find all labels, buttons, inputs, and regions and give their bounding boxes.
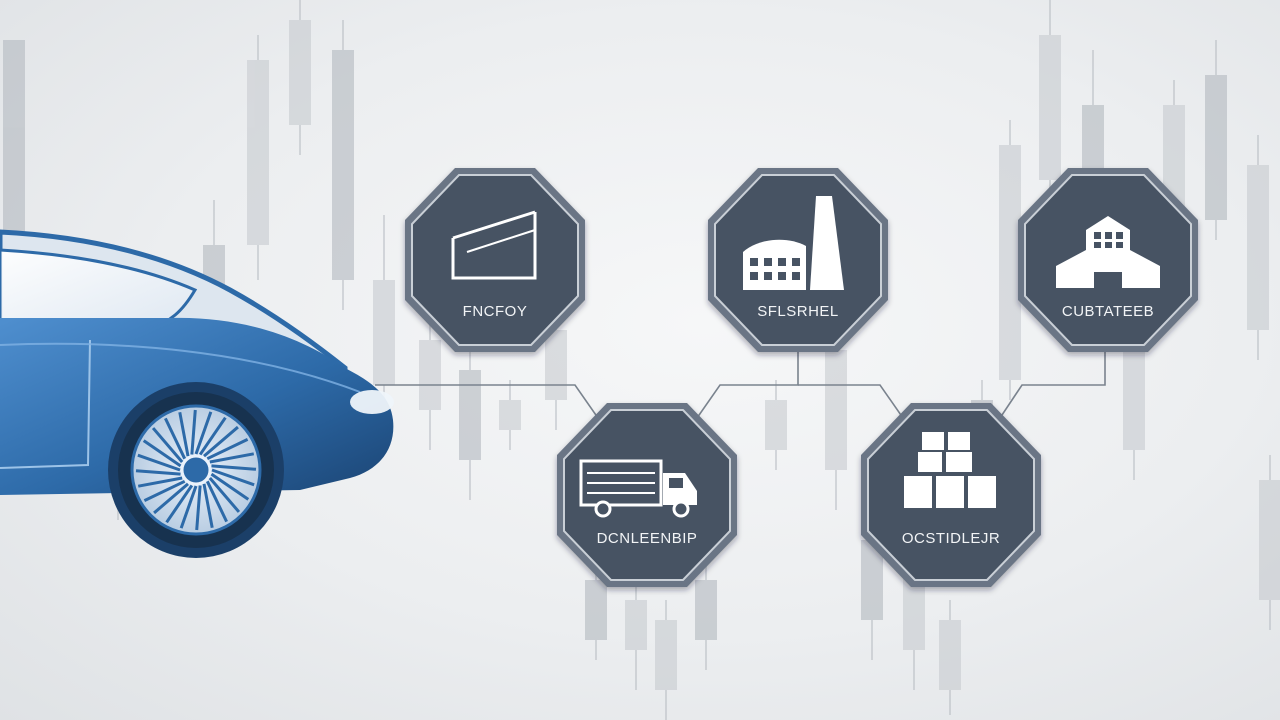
connector-supplier-to-dealership — [696, 352, 799, 419]
wheel-spoke — [202, 483, 214, 529]
candlestick-body — [1082, 105, 1104, 170]
node-factory-label: FNCFOY — [463, 303, 528, 320]
wheel-spoke — [143, 479, 186, 502]
wheel-spoke — [190, 409, 197, 455]
candlestick-body — [1039, 35, 1061, 180]
node-factory: FNCFOY — [405, 168, 585, 352]
candlestick-body — [825, 350, 847, 470]
node-distributor-label: OCSTIDLEJR — [902, 530, 1000, 547]
node-dealership-label: DCNLEENBIP — [597, 530, 698, 547]
node-supplier: SFLSRHEL — [708, 168, 888, 352]
candlestick-body — [861, 540, 883, 620]
wheel-spoke — [194, 411, 213, 455]
wheel-spoke — [151, 427, 184, 463]
candlestick-body — [459, 370, 481, 460]
wheel-spoke — [137, 476, 183, 488]
car-hub — [180, 454, 212, 486]
wheel-spoke — [206, 438, 249, 461]
candlestick-body — [1247, 165, 1269, 330]
candlestick-body — [625, 600, 647, 650]
connector-customer-to-distributor — [999, 352, 1106, 419]
car-body-highlight — [0, 342, 361, 393]
candlestick-body — [585, 580, 607, 640]
wheel-spoke — [142, 439, 182, 468]
wheel-spoke — [153, 482, 189, 515]
wheel-spoke — [209, 452, 255, 464]
candlestick-body — [939, 620, 961, 690]
car-headlight — [350, 390, 394, 414]
node-dealership: DCNLEENBIP — [557, 403, 737, 587]
candlestick-body — [695, 580, 717, 640]
candlestick-body — [1123, 350, 1145, 450]
candlestick-body — [247, 60, 269, 245]
connector-supplier-to-distributor — [798, 384, 904, 419]
wheel-spoke — [211, 464, 257, 471]
stacked-boxes-icon — [902, 430, 998, 510]
node-customer: CUBTATEEB — [1018, 168, 1198, 352]
candlestick-body — [1259, 480, 1280, 600]
wheel-spoke — [179, 485, 198, 529]
wheel-spoke — [210, 472, 250, 501]
car-illustration — [0, 229, 394, 558]
warehouse-building-icon — [1056, 216, 1160, 288]
candlestick-body — [1205, 75, 1227, 220]
wheel-spoke — [203, 425, 239, 458]
candlestick-body — [545, 330, 567, 400]
wheel-spoke — [195, 485, 202, 531]
node-distributor: OCSTIDLEJR — [861, 403, 1041, 587]
node-supplier-label: SFLSRHEL — [757, 303, 839, 320]
wheel-spoke — [135, 469, 181, 476]
wheel-spoke — [205, 480, 228, 523]
candlestick-body — [765, 400, 787, 450]
candlestick-body — [419, 340, 441, 410]
connector-lines — [375, 352, 1106, 419]
candlestick-body — [499, 400, 521, 430]
candlestick-body — [289, 20, 311, 125]
candlestick-body — [999, 145, 1021, 380]
car-door-line — [0, 339, 91, 469]
car-wheel-spokes — [135, 409, 257, 531]
candlestick-body — [655, 620, 677, 690]
delivery-truck-icon — [579, 459, 697, 518]
plant-with-chimney-icon — [743, 196, 844, 290]
factory-ramp-icon — [451, 210, 537, 280]
node-customer-label: CUBTATEEB — [1062, 303, 1154, 320]
connector-car-to-dealership — [375, 384, 599, 419]
wheel-spoke — [178, 411, 190, 457]
candlestick-body — [373, 280, 395, 385]
wheel-spoke — [211, 468, 255, 487]
wheel-spoke — [165, 484, 194, 524]
wheel-spoke — [164, 417, 187, 460]
wheel-spoke — [208, 477, 241, 513]
wheel-spoke — [137, 453, 181, 472]
wheel-spoke — [198, 416, 227, 456]
candlestick-body — [332, 50, 354, 280]
node-dealership-face — [563, 409, 731, 581]
